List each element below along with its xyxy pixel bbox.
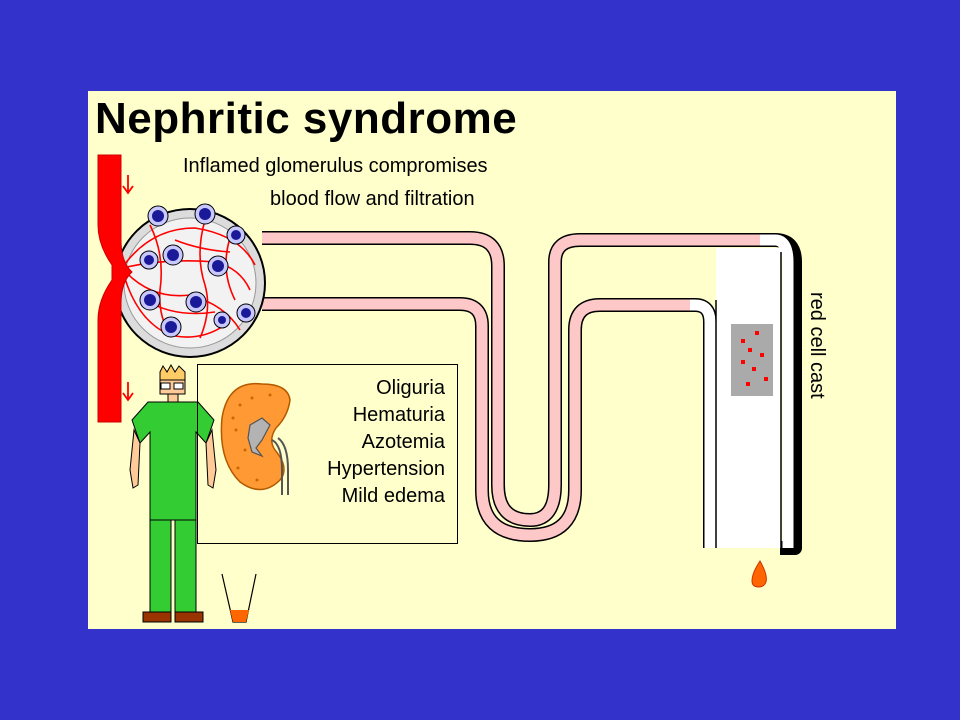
tubule-inner-pink (262, 298, 690, 541)
kidney-icon (220, 382, 291, 495)
tubule-outer-white (760, 234, 794, 548)
red-cell-cast (731, 324, 773, 396)
symptom-list: Oliguria Hematuria Azotemia Hypertension… (300, 375, 445, 510)
collecting-duct (716, 248, 781, 548)
tubule-outer-pink (262, 232, 760, 526)
symptom-box (197, 364, 458, 544)
renal-tubule (262, 231, 802, 555)
urine-drop-icon (751, 560, 767, 588)
arrow-down-icon (122, 175, 134, 195)
symptom-item: Oliguria (376, 377, 445, 399)
symptom-item: Hypertension (327, 458, 445, 480)
tubule-inner-white (690, 299, 716, 548)
cast-label: red cell cast (806, 292, 828, 399)
glomerulus (114, 203, 266, 358)
patient-figure (129, 363, 217, 623)
arrow-down-icon (122, 382, 134, 402)
symptom-item: Mild edema (341, 485, 445, 507)
symptom-item: Azotemia (361, 431, 445, 453)
subtitle-line-1: Inflamed glomerulus compromises (183, 155, 488, 177)
page-title: Nephritic syndrome (95, 94, 518, 143)
inflammatory-cells (139, 203, 256, 338)
urine-cup-icon (221, 573, 257, 623)
blood-vessel (97, 154, 134, 423)
symptom-item: Hematuria (352, 404, 445, 426)
subtitle-line-2: blood flow and filtration (270, 188, 475, 210)
